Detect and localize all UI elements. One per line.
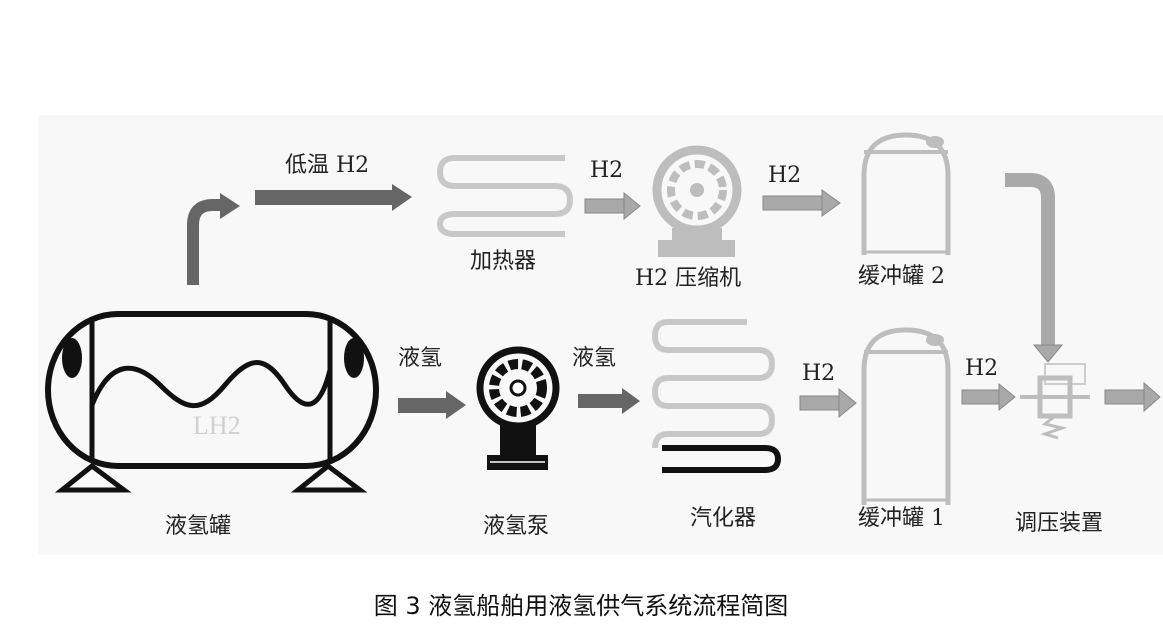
lh2-pump-icon [476,346,560,470]
lh2-label-a: 液氢 [398,346,442,371]
lh2-arrow-to-pump [398,391,466,419]
lh2-label-b: 液氢 [572,346,616,371]
lh2-tank-label: 液氢罐 [165,514,231,539]
lh2-arrow-to-vaporizer [578,388,640,414]
figure-caption: 图 3 液氢船舶用液氢供气系统流程简图 [374,592,789,620]
low-temp-h2-label: 低温 H2 [285,153,369,178]
h2-arrow-to-compressor [584,191,641,221]
boiloff-arrow [187,199,222,285]
h2-arrow-to-buffer-1 [799,387,857,419]
buffer-tank-1-icon [861,327,951,505]
compressor-icon [652,145,742,257]
vaporizer-label: 汽化器 [690,506,756,531]
h2-arrow-to-buffer-2 [762,189,841,217]
compressor-label: H2 压缩机 [635,266,741,291]
vaporizer-icon [651,319,782,473]
lh2-tank-icon [45,311,379,493]
tank-content-label: LH2 [193,411,241,440]
lh2-pump-label: 液氢泵 [483,514,549,539]
buffer-tank-2-label: 缓冲罐 2 [858,264,945,289]
buffer-2-arrow-head [1032,344,1064,363]
h2-label-c: H2 [802,361,835,386]
buffer-tank-1-label: 缓冲罐 1 [858,506,945,531]
pressure-regulator-icon [1020,363,1090,440]
heater-icon [436,155,574,237]
h2-label-d: H2 [965,356,998,381]
diagram-panel [38,115,1163,555]
h2-label-b: H2 [768,163,801,188]
buffer-tank-2-icon [861,132,951,255]
low-temp-h2-arrow [255,184,412,211]
output-arrow [1104,381,1161,413]
h2-arrow-to-regulator [961,382,1016,412]
buffer-2-to-regulator-arrow [1005,173,1055,348]
regulator-label: 调压装置 [1015,511,1103,536]
heater-label: 加热器 [470,249,536,274]
boiloff-arrow-head [220,193,240,219]
h2-label-a: H2 [590,158,623,183]
